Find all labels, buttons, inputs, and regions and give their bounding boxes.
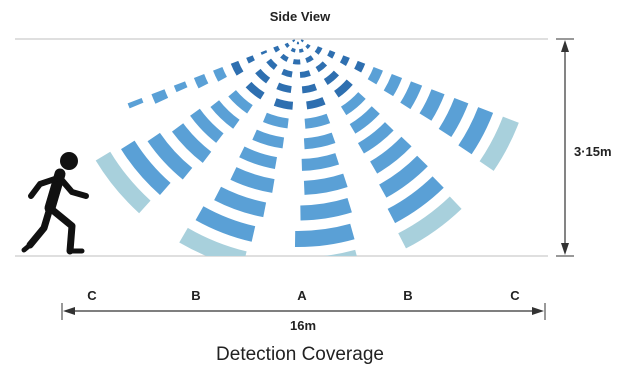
beam-arc-13 xyxy=(77,116,519,256)
beam-arc-2 xyxy=(284,41,312,53)
width-label: 16m xyxy=(289,318,317,333)
diagram-title: Side View xyxy=(269,9,331,24)
person-front-leg xyxy=(46,204,76,255)
person-walking-icon xyxy=(21,152,89,255)
beam-arc-3 xyxy=(273,45,323,65)
height-dimension xyxy=(556,38,574,257)
beam-arc-5 xyxy=(246,55,350,94)
beam-arc-11 xyxy=(127,98,469,221)
zone-label-b-left: B xyxy=(191,288,201,303)
width-arrow-head-left xyxy=(63,307,75,315)
zone-label-a: A xyxy=(297,288,307,303)
person-head xyxy=(60,152,78,170)
beam-arc-4 xyxy=(260,50,336,78)
height-label: 3·15m xyxy=(574,144,612,159)
beam-arc-9 xyxy=(173,81,423,171)
beam-arc-1 xyxy=(292,39,304,45)
person-back-foot xyxy=(21,242,33,253)
person-front-arm xyxy=(57,175,89,199)
zone-label-c-right: C xyxy=(510,288,520,303)
width-arrow-head-right xyxy=(532,307,544,315)
height-arrow-head-bottom xyxy=(561,243,569,255)
zone-label-b-right: B xyxy=(403,288,413,303)
person-back-arm xyxy=(28,175,61,199)
beam-arc-6 xyxy=(230,60,366,110)
beam-arc-12 xyxy=(102,107,494,247)
detection-beams xyxy=(77,39,519,256)
diagram-caption: Detection Coverage xyxy=(216,344,384,365)
beam-arc-8 xyxy=(193,74,403,150)
person-back-leg xyxy=(26,204,54,249)
zone-label-c-left: C xyxy=(87,288,97,303)
beam-arc-7 xyxy=(213,67,383,129)
width-dimension xyxy=(61,303,546,320)
beam-arc-10 xyxy=(151,89,445,196)
height-arrow-head-top xyxy=(561,40,569,52)
